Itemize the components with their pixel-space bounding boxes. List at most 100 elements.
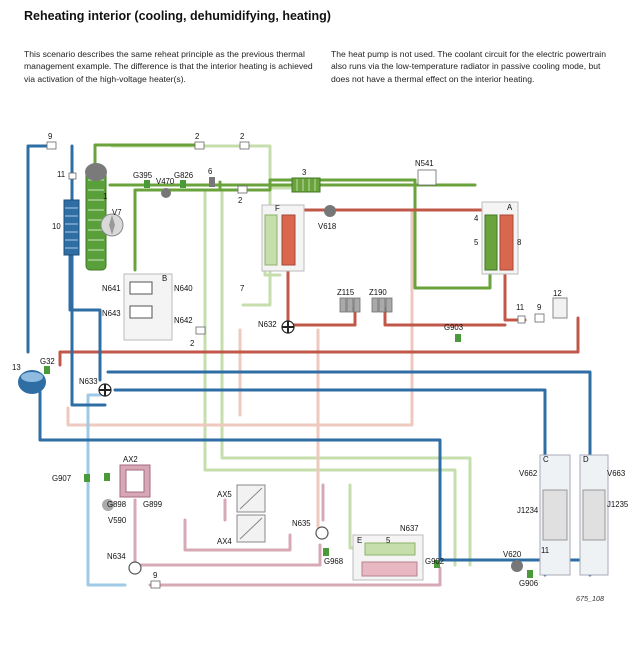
- sensor-icon-g903: [455, 334, 461, 342]
- label-5-b: 5: [386, 536, 391, 545]
- sensor-icon-g32: [44, 366, 50, 374]
- label-v470: V470: [156, 177, 175, 186]
- connectors: [46, 141, 545, 589]
- label-g395: G395: [133, 171, 153, 180]
- chiller-heat-exchanger: [291, 177, 321, 193]
- valve-icon-n635: [315, 526, 329, 540]
- connector-9-top: [46, 141, 57, 150]
- sensor-icon-g898: [104, 473, 110, 481]
- label-g898: G898: [107, 500, 126, 509]
- label-f: F: [275, 204, 280, 213]
- intro-paragraph-right: The heat pump is not used. The coolant c…: [331, 49, 606, 84]
- sensor-icon-g395: [144, 180, 150, 188]
- label-z190: Z190: [369, 288, 387, 297]
- label-11-c: 11: [541, 546, 549, 555]
- sensor-icon-g907: [84, 474, 90, 482]
- heat-exchanger-e-green: [364, 542, 416, 556]
- label-2-b: 2: [240, 132, 244, 141]
- label-g826: G826: [174, 171, 193, 180]
- label-g32: G32: [40, 357, 55, 366]
- pressure-valve-12: [552, 297, 568, 319]
- label-c: C: [543, 455, 549, 464]
- label-z115: Z115: [337, 288, 355, 297]
- label-n632: N632: [258, 320, 277, 329]
- label-13: 13: [12, 363, 21, 372]
- label-n633: N633: [79, 377, 98, 386]
- connector-2-c: [237, 185, 248, 194]
- label-j1235: J1235: [607, 500, 629, 509]
- label-6: 6: [208, 167, 212, 176]
- pump-icon-v618: [324, 205, 336, 217]
- label-5-a: 5: [474, 238, 479, 247]
- label-n635: N635: [292, 519, 311, 528]
- label-v618: V618: [318, 222, 336, 231]
- label-n541: N541: [415, 159, 434, 168]
- valve-n643: [129, 305, 153, 319]
- label-j1234: J1234: [517, 506, 539, 515]
- heat-exchanger-e-pink: [361, 561, 418, 577]
- label-v620: V620: [503, 550, 522, 559]
- label-2-a: 2: [195, 132, 199, 141]
- label-3: 3: [302, 168, 306, 177]
- label-2-d: 2: [190, 339, 194, 348]
- label-n637: N637: [400, 524, 419, 533]
- hv-heater-z115: [339, 297, 361, 313]
- label-v590: V590: [108, 516, 127, 525]
- label-12: 12: [553, 289, 562, 298]
- label-n634: N634: [107, 552, 126, 561]
- label-1: 1: [103, 192, 107, 201]
- label-d: D: [583, 455, 589, 464]
- label-ax2: AX2: [123, 455, 138, 464]
- evaporator-coil-a: [484, 214, 498, 271]
- label-g907: G907: [52, 474, 71, 483]
- label-n641: N641: [102, 284, 121, 293]
- label-g899: G899: [143, 500, 162, 509]
- label-e: E: [357, 536, 362, 545]
- evaporator-coil-f: [264, 214, 278, 266]
- inverter-j1234: [542, 489, 568, 541]
- sensor-icon-g968: [323, 548, 329, 556]
- light-blue-pipes: [86, 393, 127, 587]
- label-n642: N642: [174, 316, 193, 325]
- label-b: B: [162, 274, 167, 283]
- pump-icon-v620: [511, 560, 523, 572]
- page-title: Reheating interior (cooling, dehumidifyi…: [24, 9, 331, 23]
- label-n643: N643: [102, 309, 121, 318]
- connector-11-left: [68, 172, 77, 180]
- valve-n641: [129, 281, 153, 295]
- low-temp-radiator: [63, 199, 80, 256]
- label-ax5: AX5: [217, 490, 232, 499]
- pink-pipes: [133, 483, 442, 587]
- heater-core-a: [499, 214, 514, 271]
- connector-9-right: [534, 313, 545, 323]
- label-9-bottom: 9: [153, 571, 157, 580]
- connector-2-b: [239, 141, 250, 150]
- connector-9-bottom: [150, 580, 161, 589]
- sensor-icon-6: [209, 177, 215, 187]
- label-9-top: 9: [48, 132, 52, 141]
- label-8: 8: [517, 238, 521, 247]
- heater-core-f: [281, 214, 296, 266]
- label-ax4: AX4: [217, 537, 232, 546]
- connector-11-right: [517, 315, 526, 324]
- pump-icon-v590: [102, 499, 114, 511]
- label-11-right: 11: [516, 303, 524, 312]
- inverter-j1235: [582, 489, 606, 541]
- label-9-right: 9: [537, 303, 541, 312]
- hv-heater-z190: [371, 297, 393, 313]
- valve-icon-n634: [128, 561, 142, 575]
- connector-2-a: [194, 141, 205, 150]
- label-11-left: 11: [57, 170, 65, 179]
- connector-n541: [417, 169, 437, 186]
- label-a: A: [507, 203, 513, 212]
- component-labels: 9 2 2 11 1 V7 10 G395 V470 G826 6 2 3 N5…: [12, 132, 629, 603]
- intro-paragraph-left: This scenario describes the same reheat …: [24, 49, 313, 84]
- label-v7: V7: [112, 208, 122, 217]
- pump-icon-v470: [161, 188, 171, 198]
- label-10: 10: [52, 222, 61, 231]
- label-7: 7: [240, 284, 244, 293]
- radiator-tank-top: [85, 163, 107, 181]
- label-v663: V663: [607, 469, 625, 478]
- figure-id: 675_108: [576, 594, 604, 603]
